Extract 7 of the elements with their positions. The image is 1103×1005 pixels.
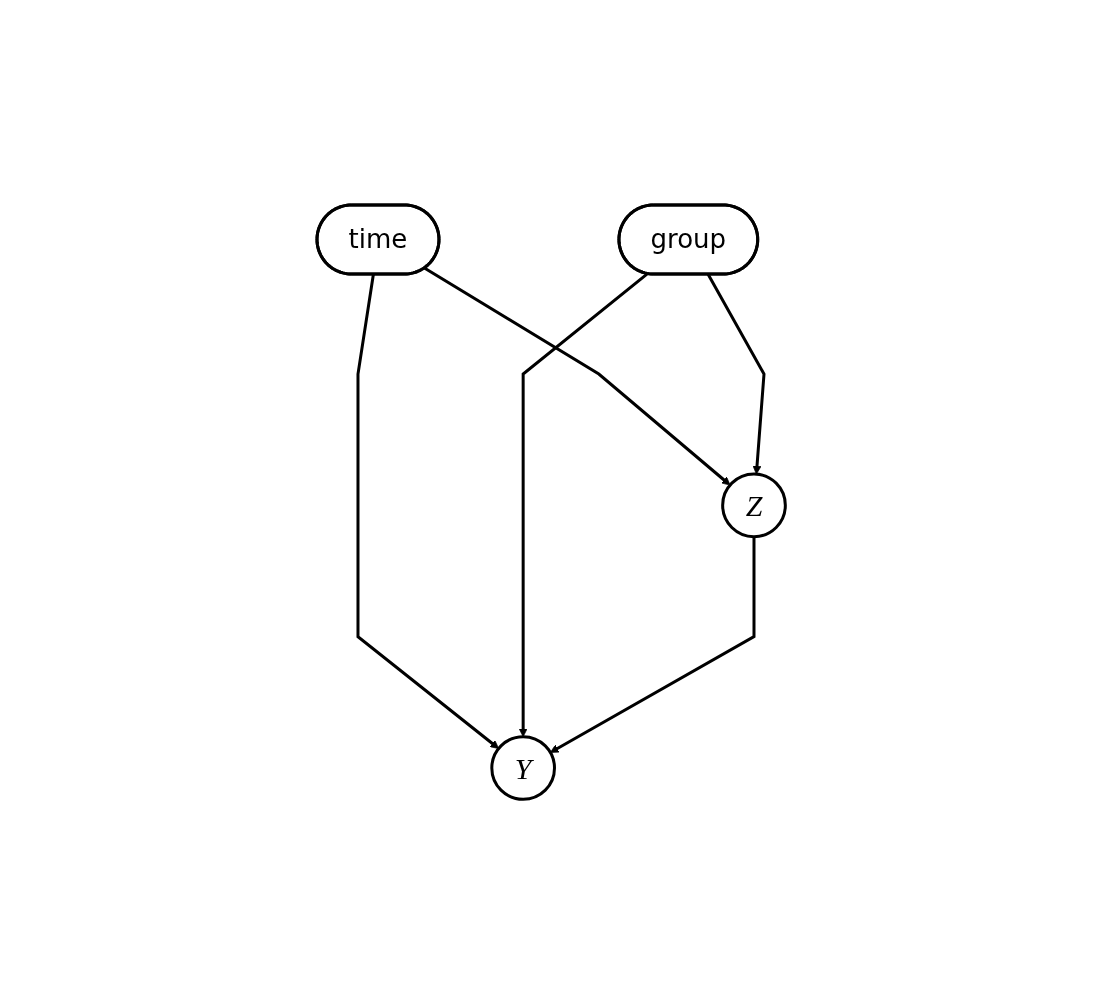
arrow: [519, 273, 649, 738]
arrow: [550, 537, 756, 754]
node-circle: Y: [490, 735, 557, 802]
arrow: [356, 274, 500, 750]
node-circle: Z: [721, 472, 788, 539]
arrow: [424, 267, 731, 486]
arrow: [707, 274, 766, 475]
